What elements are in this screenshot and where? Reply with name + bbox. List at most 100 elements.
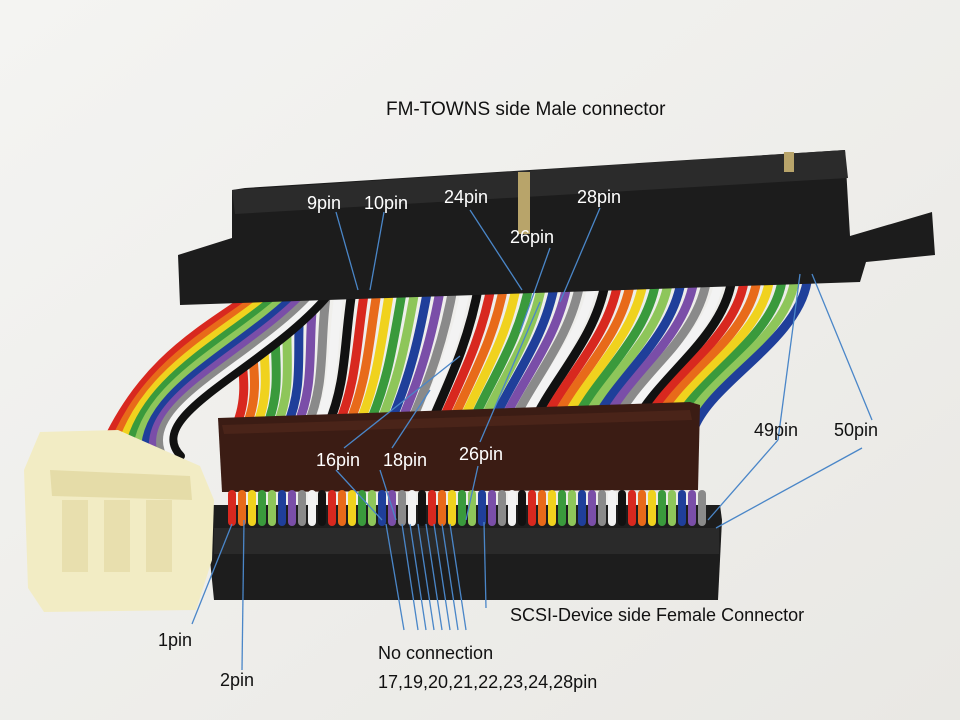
connector-latch — [784, 152, 794, 172]
ribbon-wire-end — [618, 490, 626, 526]
annotation-lines — [191, 207, 873, 671]
ribbon-cable-lower — [228, 490, 706, 526]
ribbon-wire-end — [348, 490, 356, 526]
ribbon-wire-end — [638, 490, 646, 526]
ribbon-wire-end — [358, 490, 366, 526]
ribbon-wire — [333, 277, 371, 431]
arrow-26pin-mid — [479, 301, 541, 443]
label-24pin: 24pin — [444, 187, 489, 207]
arrow-49pin — [777, 273, 801, 441]
plug-wire — [169, 284, 338, 460]
ribbon-wire-end — [288, 490, 296, 526]
arrow-nc-6 — [433, 523, 451, 631]
arrow-50pin — [811, 273, 873, 421]
plug-wire — [140, 284, 306, 460]
ribbon-wire-end — [608, 490, 616, 526]
label-male-connector: FM-TOWNS side Male connector — [386, 99, 666, 120]
female-connector-ridge — [214, 528, 719, 554]
label-28pin-top: 28pin — [577, 187, 622, 207]
arrow-16pin-low — [335, 469, 383, 521]
label-49pin: 49pin — [754, 420, 799, 440]
plug-wire — [123, 284, 290, 460]
arrow-26pin-top — [519, 247, 551, 333]
ribbon-wire-end — [268, 490, 276, 526]
ribbon-wire-end — [518, 490, 526, 526]
ribbon-wire — [384, 277, 434, 431]
label-10pin: 10pin — [364, 193, 409, 213]
arrow-2pin — [241, 519, 245, 671]
plug-slot-1 — [62, 500, 88, 572]
plug-wire — [132, 284, 298, 460]
ribbon-wire-end — [238, 490, 246, 526]
label-female-connector: SCSI-Device side Female Connector — [510, 605, 805, 625]
plug-wire — [156, 284, 322, 460]
ribbon-wire-end — [558, 490, 566, 526]
label-16pin: 16pin — [316, 450, 361, 470]
plug-wire — [162, 284, 330, 460]
arrow-26pin-low — [465, 465, 479, 521]
ribbon-wire-end — [318, 490, 326, 526]
arrow-9pin — [335, 211, 359, 291]
plug-wire — [96, 284, 266, 460]
ribbon-wire-end — [658, 490, 666, 526]
ribbon-wire — [353, 277, 396, 431]
arrow-nc-2 — [401, 523, 419, 631]
ribbon-wire-end — [498, 490, 506, 526]
ribbon-wire-end — [408, 490, 416, 526]
label-1pin: 1pin — [158, 630, 193, 650]
label-no-connection-pins: 17,19,20,21,22,23,24,28pin — [378, 672, 598, 692]
arrow-28pin-top — [559, 207, 601, 303]
ribbon-wire-end — [668, 490, 676, 526]
plug-wire — [114, 284, 282, 460]
arrow-24pin — [469, 209, 523, 291]
ribbon-wire-end — [428, 490, 436, 526]
arrow-49pin-low — [707, 439, 779, 521]
arrow-1pin — [191, 523, 233, 625]
arrow-nc-4 — [417, 523, 435, 631]
ribbon-wire-end — [398, 490, 406, 526]
arrow-50pin-low — [715, 447, 863, 529]
arrow-nc-7 — [441, 523, 459, 631]
arrow-10pin — [369, 211, 385, 291]
ribbon-wire — [394, 277, 447, 431]
ribbon-wire-end — [458, 490, 466, 526]
ribbon-wire-end — [248, 490, 256, 526]
label-26pin-top: 26pin — [510, 227, 555, 247]
ribbon-wire-end — [278, 490, 286, 526]
arrow-nc-5 — [425, 523, 443, 631]
plug-slot-3 — [146, 500, 172, 572]
label-18pin: 18pin — [383, 450, 428, 470]
label-no-connection: No connection — [378, 643, 494, 663]
plug-wire — [148, 284, 314, 460]
ribbon-wire-end — [538, 490, 546, 526]
ribbon-wire — [364, 277, 409, 431]
ribbon-wire-end — [578, 490, 586, 526]
ribbon-wire — [323, 277, 358, 431]
ribbon-wire-end — [548, 490, 556, 526]
arrow-bottom-connector — [483, 521, 487, 609]
connector-key-slot — [518, 172, 530, 234]
ribbon-wire — [690, 277, 812, 431]
plug-groove — [50, 470, 192, 500]
ribbon-wire-end — [698, 490, 706, 526]
plug-slot-2 — [104, 500, 130, 572]
wrap-band-highlight — [222, 410, 692, 434]
ribbon-wire — [343, 277, 384, 431]
ribbon-wire-end — [648, 490, 656, 526]
ribbon-wire-end — [368, 490, 376, 526]
ribbon-cable-left — [96, 284, 338, 460]
plug-wire — [105, 284, 274, 460]
ribbon-wire — [374, 277, 421, 431]
arrow-nc-8 — [449, 523, 467, 631]
ribbon-wire-end — [328, 490, 336, 526]
label-9pin: 9pin — [307, 193, 342, 213]
ribbon-wire-end — [468, 490, 476, 526]
arrow-nc-3 — [409, 523, 427, 631]
arrow-nc-1 — [385, 523, 405, 631]
male-connector-top-face — [232, 150, 848, 214]
ribbon-wire-end — [678, 490, 686, 526]
ribbon-wire-end — [598, 490, 606, 526]
ribbon-wire-end — [338, 490, 346, 526]
ribbon-wire — [425, 277, 484, 431]
